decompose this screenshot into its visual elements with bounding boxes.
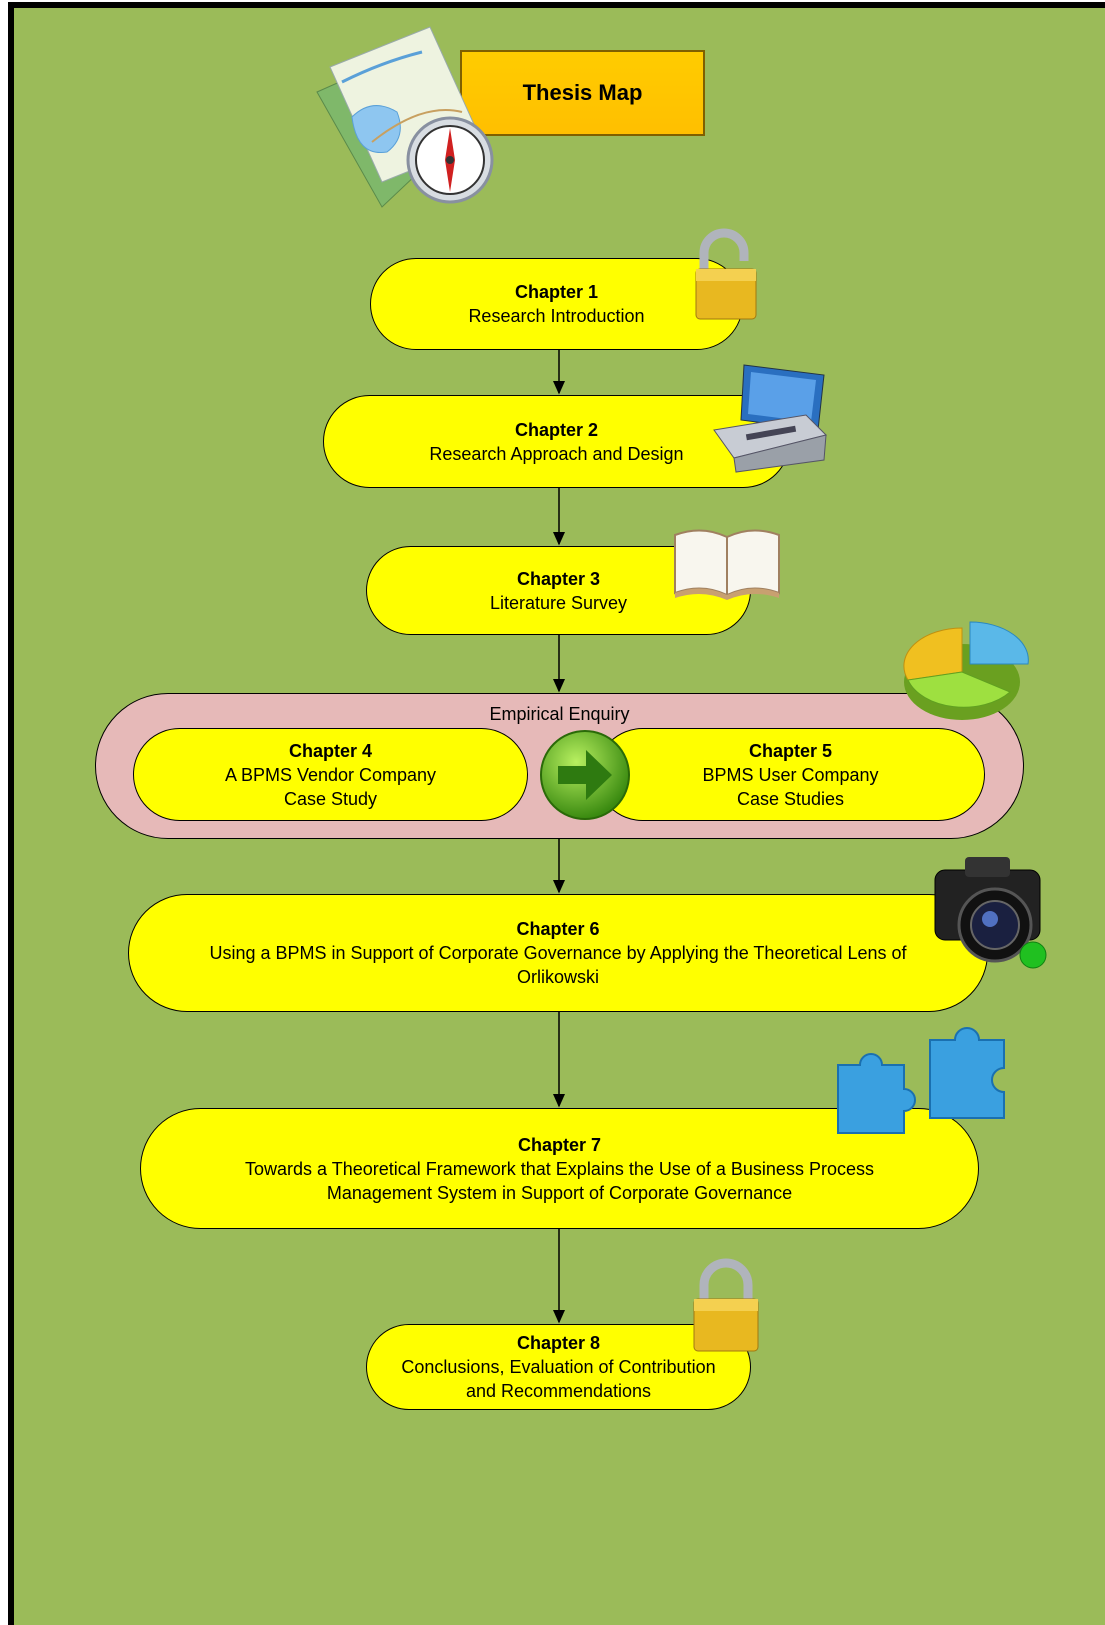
chapter-5-node: Chapter 5 BPMS User Company Case Studies	[596, 728, 985, 821]
chapter-4-node: Chapter 4 A BPMS Vendor Company Case Stu…	[133, 728, 528, 821]
chapter-2-number: Chapter 2	[514, 419, 599, 440]
chapter-8-number: Chapter 8	[516, 1333, 601, 1353]
chapter-8-node: Chapter 8 Conclusions, Evaluation of Con…	[366, 1324, 751, 1410]
chapter-6-number: Chapter 6	[516, 919, 600, 939]
chapter-1-number: Chapter 1	[514, 282, 599, 302]
chapter-2-title: Research Approach and Design	[429, 443, 684, 464]
chapter-5-number: Chapter 5	[748, 740, 833, 761]
unlocked-padlock-icon	[695, 228, 757, 320]
chapter-6-title: Using a BPMS in Support of Corporate Gov…	[209, 943, 907, 963]
map-compass-icon	[316, 26, 494, 208]
chapter-6-node: Chapter 6 Using a BPMS in Support of Cor…	[128, 894, 988, 1012]
open-book-icon	[674, 529, 780, 600]
chapter-8-title: Conclusions, Evaluation of Contribution	[401, 1357, 716, 1377]
camera-icon	[934, 857, 1047, 969]
chapter-4-title-line2: Case Study	[283, 788, 378, 809]
chapter-7-number: Chapter 7	[517, 1134, 602, 1155]
chapter-2-node: Chapter 2 Research Approach and Design	[323, 395, 790, 488]
pie-chart-icon	[903, 621, 1029, 720]
chapter-4-number: Chapter 4	[288, 740, 373, 761]
chapter-6-title-line2: Orlikowski	[516, 967, 599, 987]
chapter-8-title-line2: and Recommendations	[465, 1381, 652, 1401]
chapter-1-node: Chapter 1 Research Introduction	[370, 258, 743, 350]
chapter-7-title: Towards a Theoretical Framework that Exp…	[245, 1158, 874, 1179]
chapter-3-number: Chapter 3	[516, 568, 601, 589]
chapter-5-title: BPMS User Company	[702, 764, 879, 785]
chapter-1-title: Research Introduction	[468, 306, 645, 326]
thesis-map-title: Thesis Map	[460, 50, 705, 136]
chapter-3-title: Literature Survey	[489, 592, 628, 613]
chapter-4-title: A BPMS Vendor Company	[224, 764, 437, 785]
puzzle-pieces-icon	[837, 1027, 1005, 1134]
chapter-7-title-line2: Management System in Support of Corporat…	[326, 1182, 793, 1203]
chapter-5-title-line2: Case Studies	[736, 788, 845, 809]
empirical-enquiry-label: Empirical Enquiry	[489, 704, 630, 724]
green-arrow-icon	[540, 730, 630, 820]
locked-padlock-icon	[693, 1258, 759, 1352]
toolbox-icon	[713, 364, 827, 473]
